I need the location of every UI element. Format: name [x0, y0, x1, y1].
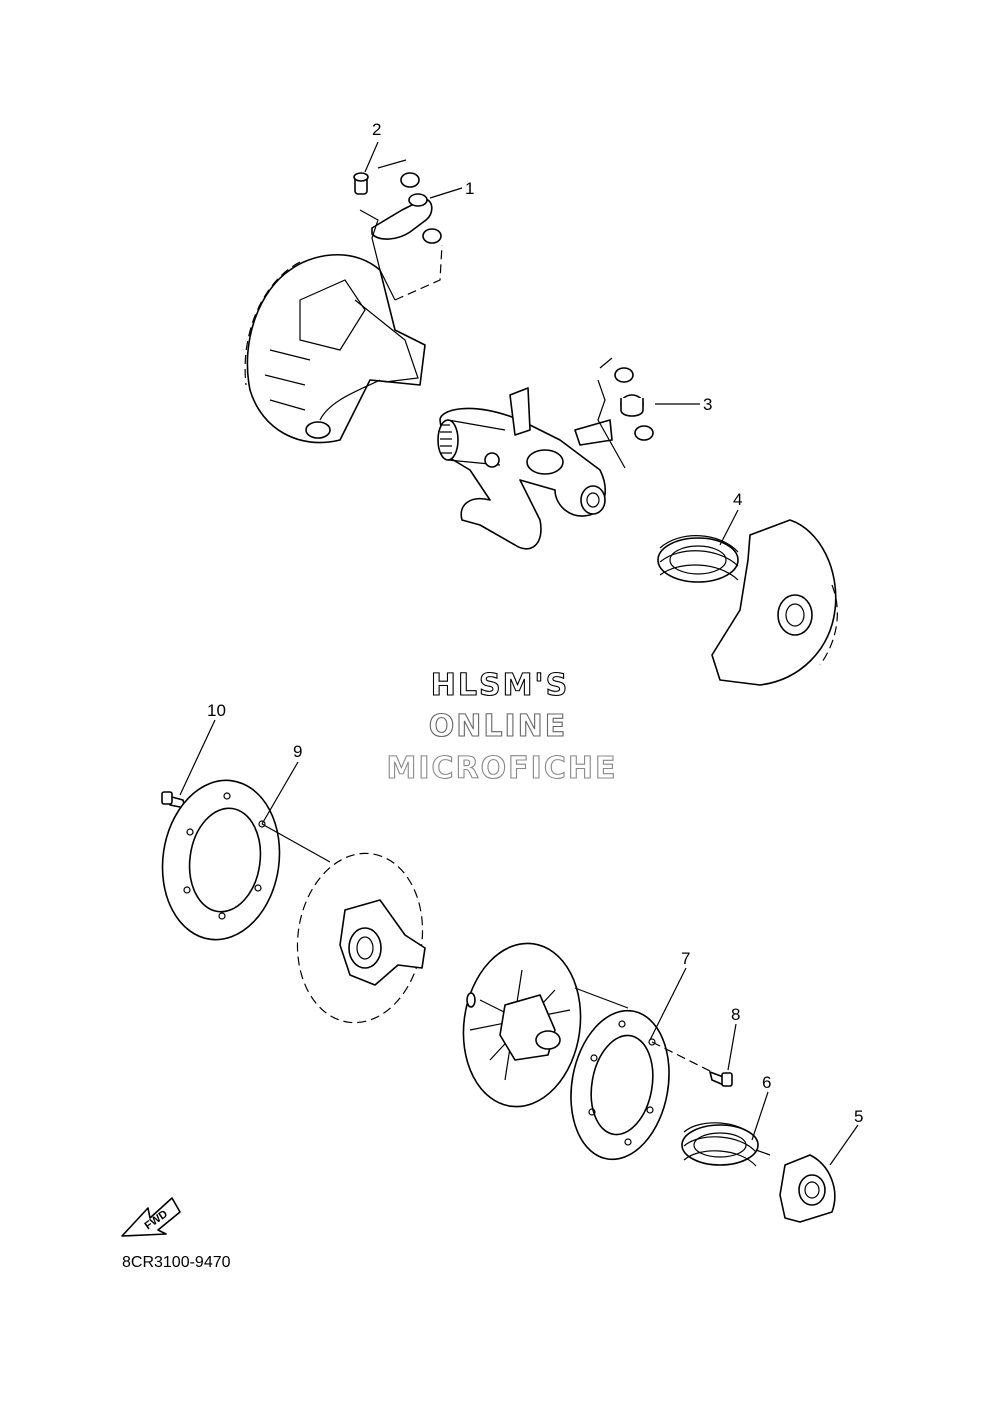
callout-5: 5 — [854, 1107, 863, 1126]
bracket-part-1 — [359, 159, 443, 301]
bolt-part-8 — [709, 1071, 733, 1087]
plate-part-7 — [570, 1009, 713, 1161]
diagram-code: 8CR3100-9470 — [122, 1254, 231, 1271]
primary-sheave — [244, 253, 426, 444]
secondary-sheave — [296, 852, 426, 1024]
callout-1: 1 — [465, 179, 474, 198]
plate-part-9 — [161, 779, 331, 941]
callout-3: 3 — [703, 395, 712, 414]
callout-7: 7 — [681, 949, 690, 968]
callout-4: 4 — [733, 490, 742, 509]
callout-8: 8 — [731, 1005, 740, 1024]
leader-lines — [179, 141, 859, 1166]
callout-6: 6 — [762, 1073, 771, 1092]
sliding-sheave — [462, 942, 629, 1108]
watermark-line-3: MICROFICHE — [387, 751, 618, 786]
callout-2: 2 — [372, 120, 381, 139]
fwd-arrow: FWD — [121, 1197, 181, 1237]
spring-part-6 — [681, 1122, 771, 1167]
cap-plate — [711, 519, 838, 686]
bolt-part-2 — [353, 172, 369, 195]
spring-part-4 — [657, 535, 739, 583]
cap-part-5 — [779, 1154, 836, 1223]
watermark-line-2: ONLINE — [429, 709, 568, 744]
spider-hub — [437, 387, 613, 550]
callout-9: 9 — [293, 742, 302, 761]
watermark-line-1: HLSM'S — [431, 668, 569, 703]
callout-labels: 2 1 3 4 10 9 7 8 6 5 — [207, 120, 863, 1126]
callout-10: 10 — [207, 701, 226, 720]
watermark: HLSM'S ONLINE MICROFICHE — [386, 667, 618, 786]
bushing-part-3 — [597, 357, 654, 469]
